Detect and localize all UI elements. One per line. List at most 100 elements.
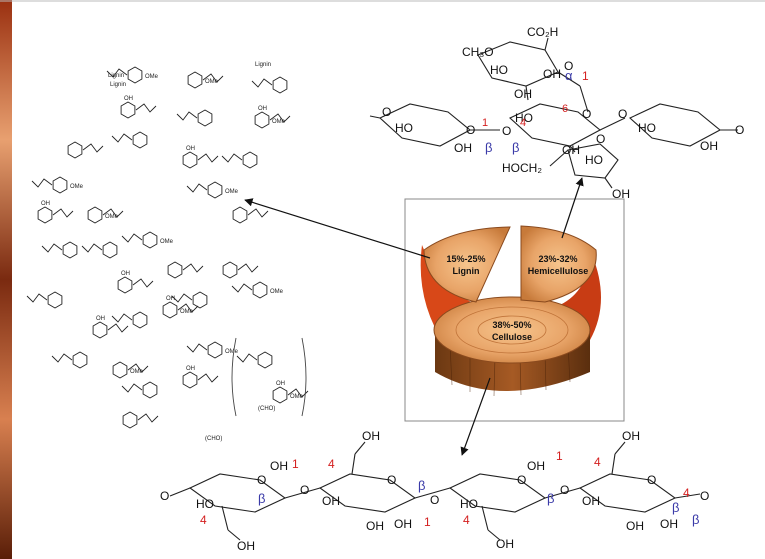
aromatic-ring	[232, 206, 248, 224]
aromatic-ring	[117, 276, 133, 294]
propyl-side-chain	[137, 413, 159, 423]
aromatic-ring	[102, 241, 118, 259]
ring-oxygen-label: O	[700, 489, 709, 503]
aromatic-ring	[257, 351, 273, 369]
methoxy-label: OMe	[272, 119, 286, 125]
hydroxyl-label: OH	[41, 201, 50, 207]
hydroxyl-label: OH	[527, 459, 545, 473]
beta-label: β	[692, 512, 699, 527]
methoxy-label: CH₃O	[462, 45, 494, 59]
propyl-side-chain	[26, 293, 48, 303]
hemicellulose-wedge	[520, 225, 597, 303]
arrow-to-hemicellulose	[561, 177, 584, 239]
photo-edge-strip	[0, 0, 12, 559]
propyl-side-chain	[82, 143, 104, 153]
ring-oxygen-label: O	[300, 483, 309, 497]
propyl-side-chain	[197, 373, 219, 383]
ring-oxygen-label: O	[382, 105, 391, 119]
hydroxyl-label: OH	[496, 537, 514, 551]
propyl-side-chain	[107, 323, 129, 333]
aromatic-ring	[122, 411, 138, 429]
hydroxyl-label: OH	[582, 494, 600, 508]
propyl-side-chain	[176, 111, 198, 121]
cellulose-structure	[169, 441, 701, 541]
hydroxyl-label: OH	[543, 67, 561, 81]
aromatic-ring	[72, 351, 88, 369]
ring-oxygen-label: O	[564, 59, 573, 73]
propyl-side-chain	[221, 153, 243, 163]
propyl-side-chain	[186, 183, 208, 193]
aromatic-ring	[272, 386, 288, 404]
propyl-side-chain	[251, 78, 273, 88]
position-label: 1	[482, 117, 488, 129]
propyl-side-chain	[231, 283, 253, 293]
hydroxyl-label: OH	[362, 429, 380, 443]
hydroxyl-label: OH	[276, 381, 285, 387]
position-label: 4	[520, 117, 526, 129]
methoxy-label: OMe	[225, 189, 239, 195]
ring-oxygen-label: O	[430, 493, 439, 507]
repeat-unit-bracket	[231, 337, 307, 417]
propyl-side-chain	[51, 353, 73, 363]
position-label: 4	[594, 455, 601, 469]
aromatic-ring	[242, 151, 258, 169]
aromatic-ring	[182, 151, 198, 169]
aromatic-ring	[52, 176, 68, 194]
hydroxyl-label: HO	[196, 497, 214, 511]
aromatic-ring	[142, 231, 158, 249]
hydroxyl-label: OH	[700, 139, 718, 153]
hydroxyl-label: HO	[395, 121, 413, 135]
aromatic-ring	[162, 301, 178, 319]
aromatic-ring	[142, 381, 158, 399]
hydroxyl-label: HO	[515, 111, 533, 125]
position-label: 4	[463, 513, 470, 527]
position-label: 1	[292, 457, 299, 471]
position-label: 4	[683, 486, 690, 500]
aromatic-ring	[207, 341, 223, 359]
hydroxyl-label: OH	[166, 296, 175, 302]
hydroxyl-label: HO	[585, 153, 603, 167]
hydroxyl-label: HO	[490, 63, 508, 77]
xylose-ring-1	[379, 103, 471, 147]
methoxy-label: OMe	[180, 309, 194, 315]
aromatic-ring	[132, 131, 148, 149]
methoxy-label: OMe	[70, 184, 84, 190]
propyl-side-chain	[237, 263, 259, 273]
wood-pie	[420, 225, 601, 397]
hydroxyl-label: HO	[460, 497, 478, 511]
arabinose-ring	[567, 143, 619, 179]
position-label: 4	[328, 457, 335, 471]
hydroxyl-label: OH	[237, 539, 255, 553]
aromatic-ring	[37, 206, 53, 224]
propyl-side-chain	[202, 73, 224, 83]
carboxyl-label: CO₂H	[527, 25, 558, 39]
position-label: 1	[582, 69, 589, 83]
beta-label: β	[547, 491, 554, 506]
lignin-label: Lignin	[110, 82, 126, 88]
hydroxyl-label: OH	[394, 517, 412, 531]
methoxy-label: OMe	[270, 289, 284, 295]
aromatic-ring	[92, 321, 108, 339]
aromatic-ring	[112, 361, 128, 379]
aromatic-ring	[197, 109, 213, 127]
methoxy-label: OMe	[160, 239, 174, 245]
aromatic-ring	[182, 371, 198, 389]
position-label: 1	[556, 449, 563, 463]
hemicellulose-structure	[369, 37, 738, 189]
aromatic-ring	[167, 261, 183, 279]
ring-oxygen-label: O	[560, 483, 569, 497]
hydroxyl-label: OH	[186, 146, 195, 152]
propyl-side-chain	[127, 363, 149, 373]
lignin-percent: 15%-25%	[446, 254, 485, 264]
propyl-side-chain	[182, 263, 204, 273]
cellulose-name: Cellulose	[492, 332, 532, 342]
position-label: 6	[562, 103, 568, 115]
lignin-label: Lignin	[255, 62, 271, 68]
propyl-side-chain	[171, 293, 193, 303]
beta-label: β	[418, 478, 425, 493]
ring-oxygen-label: O	[466, 123, 475, 137]
hemicellulose-percent: 23%-32%	[538, 254, 577, 264]
hydroxyl-label: OH	[96, 316, 105, 322]
propyl-side-chain	[41, 243, 63, 253]
hydroxyl-label: OH	[454, 141, 472, 155]
